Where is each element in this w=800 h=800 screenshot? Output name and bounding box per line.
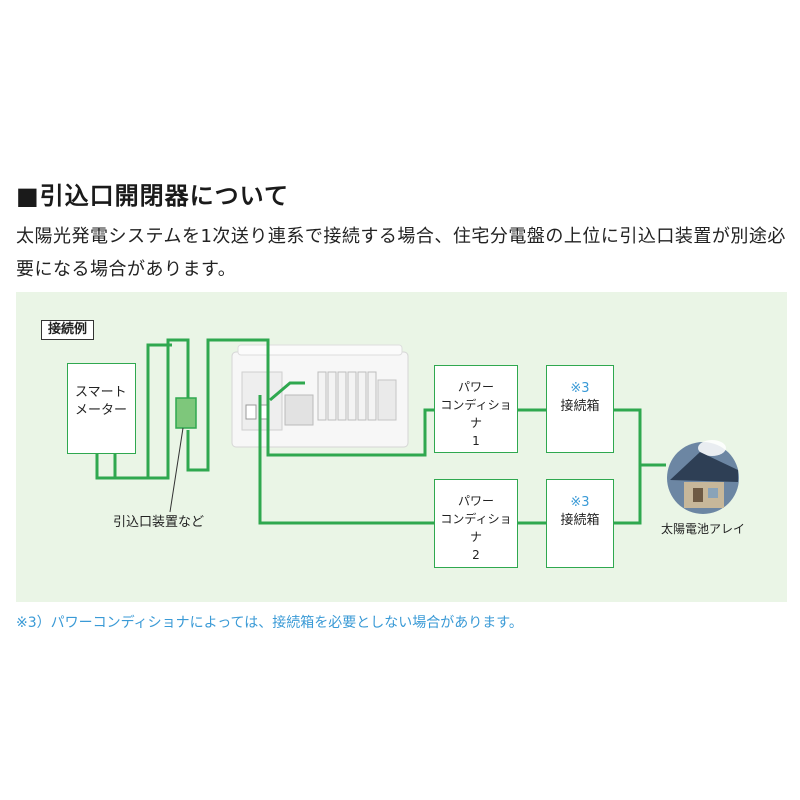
service-device-label: 引込口装置など [113, 515, 205, 530]
leader-line [169, 427, 184, 513]
wiring-lines [95, 338, 666, 525]
smart-meter-label-2: メーター [75, 403, 128, 418]
power-conditioner-2: パワー コンディショナ 2 [434, 479, 518, 568]
jbox1-note: ※3 [570, 381, 590, 396]
section-heading: ■引込口開閉器について [16, 182, 289, 210]
junction-box-1: ※3 接続箱 [546, 365, 614, 453]
smart-meter-box: スマート メーター [67, 363, 136, 454]
pcs1-label-1: パワー [457, 380, 494, 394]
smart-meter-label-1: スマート [75, 385, 127, 400]
solar-array-house [667, 440, 739, 514]
service-entrance-device [175, 397, 197, 429]
solar-array-label: 太陽電池アレイ [661, 522, 746, 536]
example-label: 接続例 [41, 320, 95, 340]
pcs2-label-2: コンディショナ [440, 512, 512, 544]
footnote: ※3）パワーコンディショナによっては、接続箱を必要としない場合があります。 [16, 615, 523, 631]
junction-box-2: ※3 接続箱 [546, 479, 614, 568]
jbox1-label: 接続箱 [560, 399, 600, 414]
intro-text: 太陽光発電システムを1次送り連系で接続する場合、住宅分電盤の上位に引込口装置が別… [16, 226, 786, 280]
jbox2-note: ※3 [570, 495, 590, 510]
pcs1-label-2: コンディショナ [440, 398, 512, 430]
jbox2-label: 接続箱 [560, 513, 600, 528]
distribution-board [231, 344, 409, 448]
pcs1-label-3: 1 [472, 434, 480, 448]
pcs2-label-1: パワー [457, 494, 494, 508]
pcs2-label-3: 2 [472, 548, 480, 562]
power-conditioner-1: パワー コンディショナ 1 [434, 365, 518, 453]
